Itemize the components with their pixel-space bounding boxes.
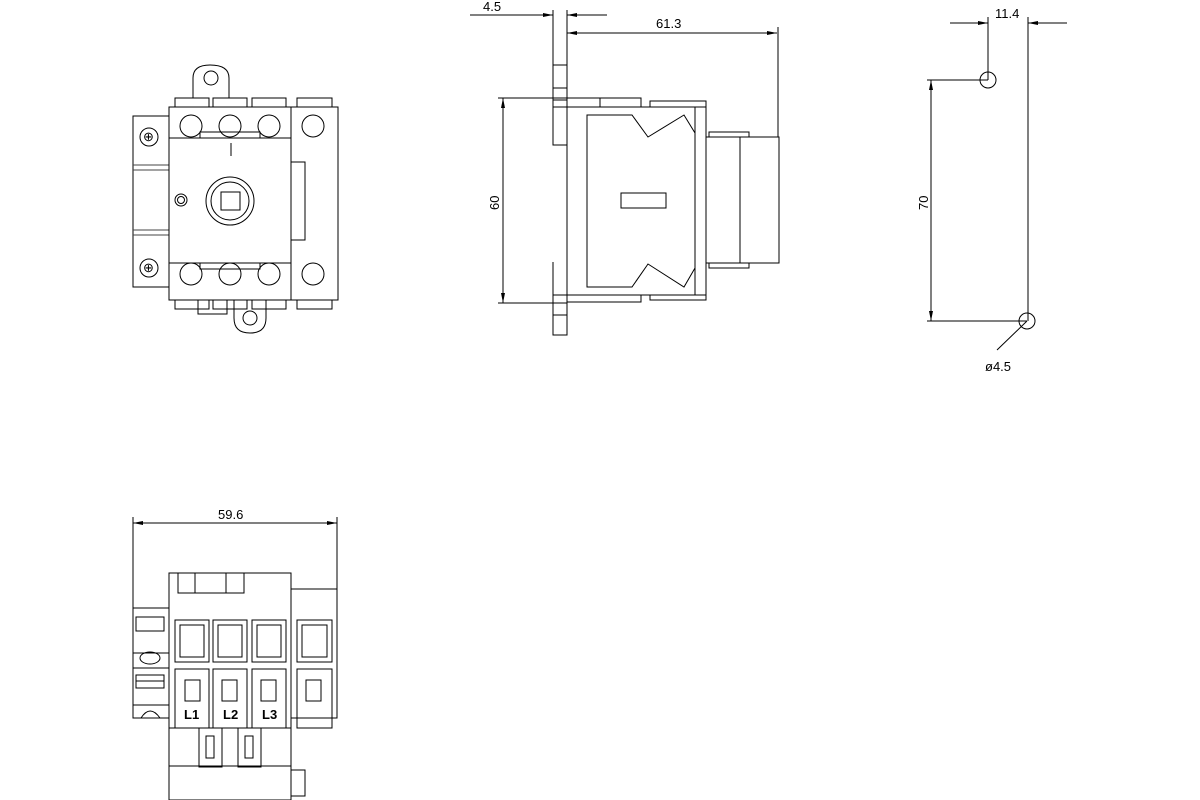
dim-depth-label: 61.3: [656, 16, 681, 31]
terminal-label-l1: L1: [184, 707, 199, 722]
bottom-view: 59.6 L1 L2 L3: [132, 507, 338, 800]
dim-width-label: 59.6: [218, 507, 243, 522]
rotary-knob-icon: [205, 176, 255, 226]
front-view: ⊕⊕: [132, 64, 339, 334]
side-view: 4.5 61.3 60: [470, 0, 780, 336]
dim-spacing-label: 70: [916, 196, 931, 210]
handle-outline: [586, 114, 696, 288]
bottom-mount-tab: [233, 300, 267, 334]
terminal-openings: [174, 619, 333, 729]
screw-icon: [139, 127, 159, 147]
top-mount-tab: [192, 64, 230, 98]
dim-offset-label: 11.4: [995, 6, 1019, 21]
terminal-screws: [179, 114, 325, 286]
svg-text:⊕: ⊕: [143, 260, 154, 275]
dim-plate-label: 4.5: [483, 0, 501, 14]
fourth-pole: [290, 106, 339, 301]
screw-icon: [139, 258, 159, 278]
terminal-label-l3: L3: [262, 707, 277, 722]
mounting-hole-view: 11.4 70 ø4.5: [916, 6, 1067, 374]
svg-text:⊕: ⊕: [143, 129, 154, 144]
dim-hole-label: ø4.5: [985, 359, 1011, 374]
terminal-label-l2: L2: [223, 707, 238, 722]
front-knob: [705, 136, 780, 264]
dim-height-label: 60: [487, 196, 502, 210]
